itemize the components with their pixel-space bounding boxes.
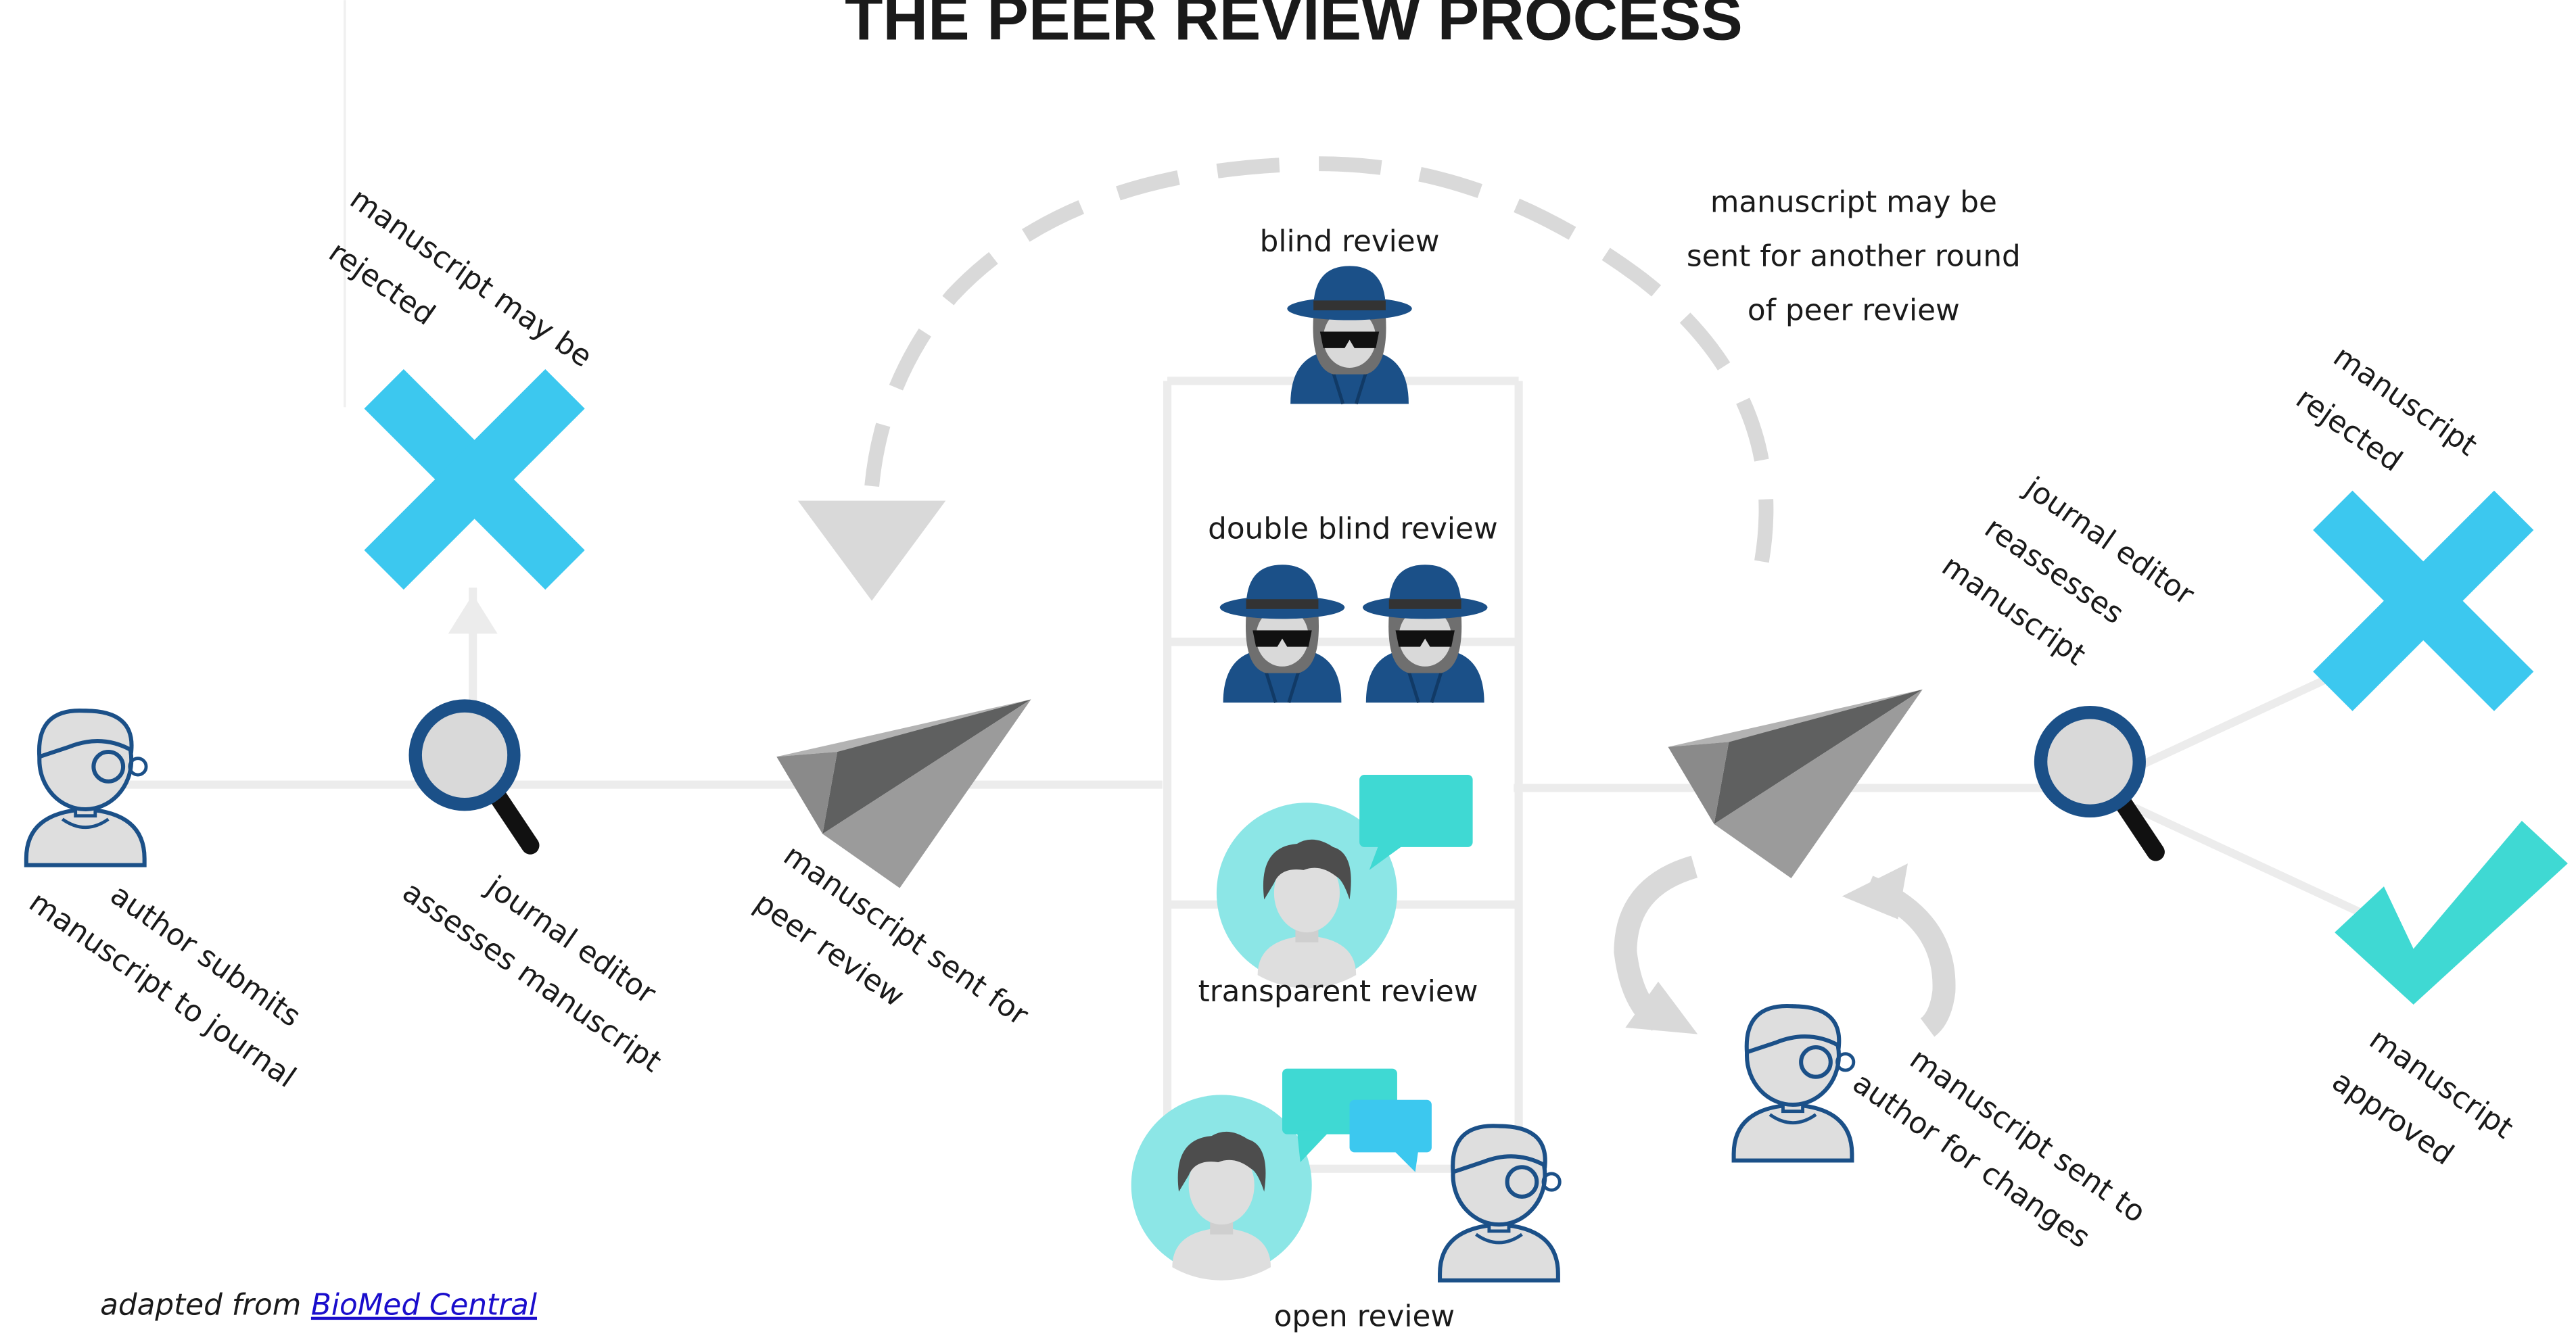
label-rejected-final: manuscript rejected [2290, 339, 2483, 478]
speech-bubbles-icon [1282, 1068, 1432, 1172]
label-editor-reassesses: journal editor reassesses manuscript [1936, 470, 2201, 672]
svg-text:sent for another round: sent for another round [1687, 239, 2021, 273]
label-sent-to-author: manuscript sent to author for changes [1846, 1042, 2152, 1256]
review-panel-frame [1163, 377, 1523, 1173]
label-transparent-review: transparent review [1198, 974, 1478, 1009]
speech-bubble-icon [1359, 775, 1473, 870]
author-revising-icon [1734, 1006, 1854, 1161]
double-blind-spy-icon [1220, 565, 1345, 702]
editor-reassess-magnifier-icon [2041, 713, 2156, 852]
label-editor-assesses: journal editor assesses manuscript [396, 869, 668, 1079]
label-author-submits: author submits manuscript to journal [23, 878, 307, 1095]
label-another-round: manuscript may be sent for another round… [1687, 185, 2021, 327]
label-blind-review: blind review [1260, 224, 1440, 259]
return-arrows [1614, 855, 1956, 1037]
rejected-x-icon [364, 368, 585, 590]
editor-magnifier-icon [415, 706, 530, 845]
label-double-blind-review: double blind review [1208, 511, 1498, 546]
double-blind-spy-icon [1363, 565, 1488, 702]
approved-check-icon [2335, 820, 2568, 1005]
page-title: THE PEER REVIEW PROCESS [845, 0, 1743, 53]
credit-line: adapted from BioMed Central [100, 1288, 537, 1322]
another-round-arrow [862, 156, 1774, 563]
final-rejected-x-icon [2313, 490, 2534, 711]
open-review-author-icon [1440, 1126, 1560, 1281]
svg-text:of peer review: of peer review [1748, 293, 1960, 328]
credit-prefix: adapted from [100, 1288, 301, 1322]
credit-link[interactable]: BioMed Central [311, 1288, 537, 1322]
blind-review-spy-icon [1287, 266, 1412, 404]
label-open-review: open review [1274, 1299, 1455, 1334]
another-round-arrowhead [797, 500, 946, 601]
svg-text:manuscript may be: manuscript may be [1710, 185, 1997, 219]
label-approved: manuscript approved [2326, 1022, 2519, 1172]
